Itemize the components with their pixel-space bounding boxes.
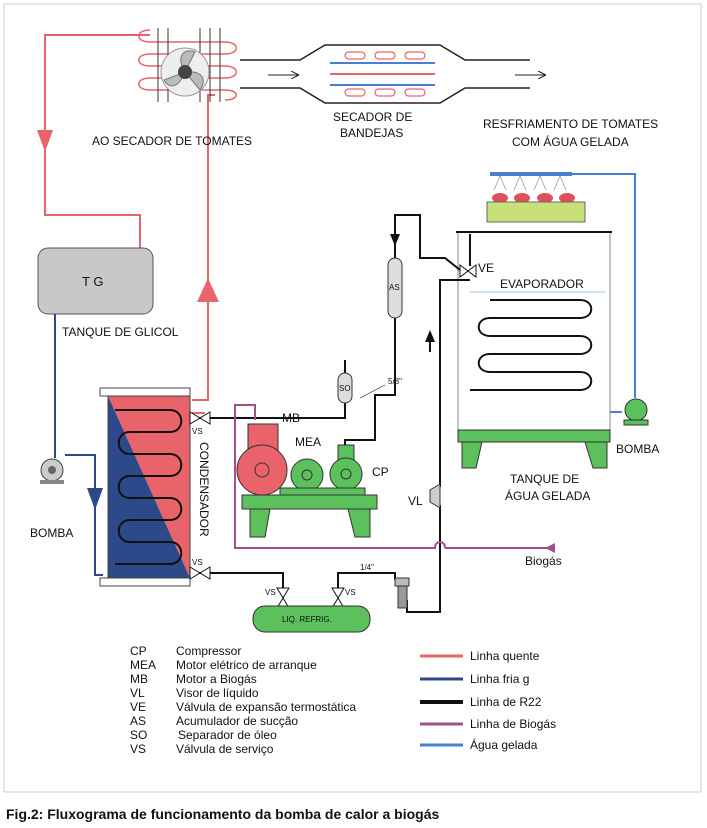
pipe-size-1-4: 1/4" (360, 563, 374, 572)
tomato-spray-tray (486, 172, 586, 223)
vl-label: VL (408, 494, 423, 508)
glycol-tank-caption: TANQUE DE GLICOL (62, 325, 179, 339)
biogas-flow-arrow (545, 543, 555, 553)
expansion-valve-icon (459, 264, 477, 278)
abbr-text: Acumulador de sucção (176, 714, 298, 728)
service-valve-icon (189, 411, 211, 425)
receiver-label: LIQ. REFRIG. (282, 615, 332, 624)
abbr-code: SO (130, 728, 147, 742)
vs-label-4: VS (345, 588, 356, 597)
chilled-water-line (572, 173, 636, 398)
chilled-water-tank (456, 231, 612, 469)
cooling-label-2: COM ÁGUA GELADA (512, 134, 629, 149)
hot-line (44, 34, 215, 414)
abbr-text: Válvula de expansão termostática (176, 700, 356, 714)
dryer-label-1: SECADOR DE (333, 110, 412, 124)
hot-flow-arrow-down (37, 130, 53, 152)
cp-label: CP (372, 465, 389, 479)
abbr-code: MB (130, 672, 148, 686)
compressor-skid (236, 423, 378, 538)
legend-label: Linha quente (470, 649, 540, 663)
line-legend (420, 654, 463, 747)
liquid-receiver (252, 605, 371, 633)
abbr-code: CP (130, 644, 147, 658)
dryer-label-2: BANDEJAS (340, 126, 403, 140)
pipe-size-5-8: 5/8" (388, 377, 402, 386)
cooling-label-1: RESFRIAMENTO DE TOMATES (483, 117, 658, 131)
abbr-text: Separador de óleo (178, 728, 277, 742)
ve-label: VE (478, 261, 494, 275)
oil-separator (337, 372, 353, 404)
evaporator-label: EVAPORADOR (500, 277, 584, 291)
biogas-line (234, 404, 555, 549)
tray-dryer (240, 44, 545, 104)
glycol-tank (37, 247, 154, 315)
filter-drier-icon (394, 577, 410, 609)
legend-label: Linha de R22 (470, 695, 542, 709)
legend-label: Água gelada (470, 737, 538, 752)
so-label: SO (339, 384, 351, 393)
fan-coil (138, 28, 237, 102)
sight-glass-icon (429, 483, 441, 509)
fan-coil-label: AO SECADOR DE TOMATES (92, 134, 252, 148)
pump-left-icon (40, 458, 64, 484)
abbr-code: VS (130, 742, 146, 756)
r22-flow-arrow-up (425, 330, 435, 342)
abbreviation-legend: CP Compressor MEA Motor elétrico de arra… (130, 644, 356, 756)
abbr-code: VE (130, 700, 146, 714)
abbr-text: Válvula de serviço (176, 742, 274, 756)
suction-accumulator (387, 257, 403, 319)
condenser (99, 387, 191, 587)
figure-caption: Fig.2: Fluxograma de funcionamento da bo… (6, 806, 440, 822)
vs-label-1: VS (192, 427, 203, 436)
service-valve-icon (276, 587, 290, 609)
r22-line (190, 214, 471, 613)
abbr-text: Visor de líquido (176, 686, 259, 700)
biogas-label: Biogás (525, 554, 562, 568)
as-label: AS (389, 283, 400, 292)
cold-flow-arrow (87, 488, 103, 510)
abbr-text: Compressor (176, 644, 241, 658)
abbr-code: VL (130, 686, 145, 700)
cold-glycol-line (54, 314, 103, 576)
vs-label-3: VS (265, 588, 276, 597)
biogas-engine (236, 423, 288, 496)
pump-left-label: BOMBA (30, 526, 73, 540)
abbr-text: Motor a Biogás (176, 672, 257, 686)
electric-start-motor (290, 458, 324, 492)
glycol-tank-label: T G (82, 274, 103, 289)
fan-icon (160, 47, 210, 97)
service-valve-icon (189, 566, 211, 580)
abbr-text: Motor elétrico de arranque (176, 658, 317, 672)
pump-right-label: BOMBA (616, 442, 659, 456)
condenser-label: CONDENSADOR (197, 442, 211, 537)
r22-flow-arrow-down (390, 234, 400, 246)
legend-label: Linha fria g (470, 672, 529, 686)
mea-label: MEA (295, 435, 321, 449)
hot-flow-arrow-up (197, 278, 219, 302)
legend-label: Linha de Biogás (470, 717, 556, 731)
compressor (329, 444, 363, 491)
diagram-frame (3, 3, 702, 793)
abbr-code: MEA (130, 658, 156, 672)
pump-right-icon (623, 398, 649, 426)
service-valve-icon (331, 587, 345, 609)
abbr-code: AS (130, 714, 146, 728)
vs-label-2: VS (192, 558, 203, 567)
mb-label: MB (282, 411, 300, 425)
water-tank-label-2: ÁGUA GELADA (505, 488, 590, 503)
water-tank-label-1: TANQUE DE (510, 472, 579, 486)
